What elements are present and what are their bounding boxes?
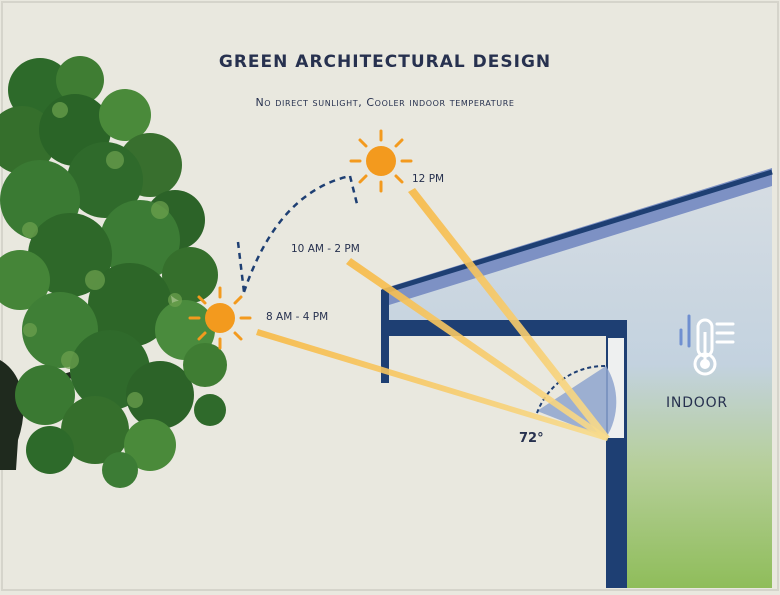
sun-12pm-icon (349, 129, 413, 193)
sun-path-dashed (236, 174, 360, 293)
sun-ray-12pm (408, 188, 610, 440)
indoor-label: INDOOR (666, 395, 728, 411)
tree-leaf-highlights (22, 102, 182, 408)
roof-edge (381, 169, 773, 295)
sun-ray-8am-4pm (256, 329, 609, 441)
overhang-beam (381, 320, 627, 336)
overhang-post (381, 290, 389, 383)
tree (0, 56, 227, 488)
diagram-title: GREEN ARCHITECTURAL DESIGN (218, 52, 552, 72)
diagram-subtitle: No direct sunlight, Cooler indoor temper… (255, 96, 515, 109)
sun-label-10am-2pm: 10 AM - 2 PM (291, 243, 360, 255)
sun-8am-4pm-icon (188, 286, 252, 350)
sun-label-12pm: 12 PM (412, 173, 445, 185)
sun-ray-10am-2pm (346, 258, 609, 440)
sun-label-8am-4pm: 8 AM - 4 PM (266, 311, 329, 323)
thermometer-icon (679, 314, 735, 376)
window-angle-label: 72° (519, 431, 544, 446)
